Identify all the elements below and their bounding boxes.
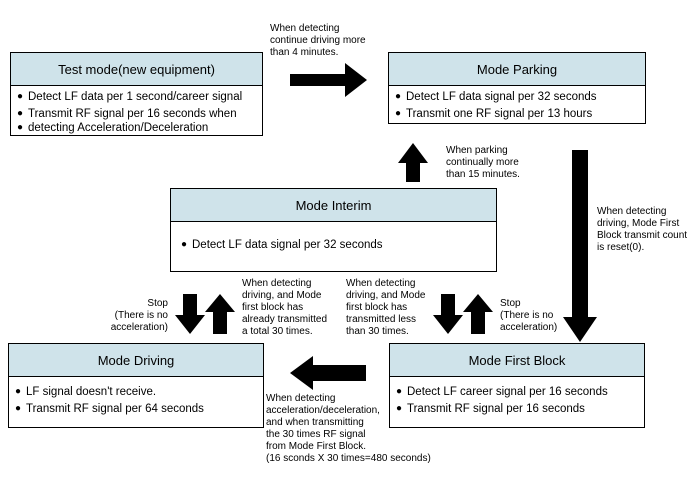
mode-first-block-item: Detect LF career signal per 16 seconds xyxy=(396,385,638,399)
arrow-interim-to-first-block xyxy=(433,294,463,334)
mode-driving-item: LF signal doesn't receive. xyxy=(15,385,257,399)
note-test-to-parking: When detecting continue driving more tha… xyxy=(270,23,366,58)
arrow-parking-to-first-block xyxy=(563,150,597,342)
test-mode-item: Detect LF data per 1 second/career signa… xyxy=(17,90,256,104)
test-mode-list: Detect LF data per 1 second/career signa… xyxy=(11,86,262,135)
test-mode-item: Transmit RF signal per 16 seconds when xyxy=(17,107,256,121)
mode-driving-item: Transmit RF signal per 64 seconds xyxy=(15,402,257,416)
mode-parking-box: Mode Parking Detect LF data signal per 3… xyxy=(388,52,646,124)
mode-first-block-item: Transmit RF signal per 16 seconds xyxy=(396,402,638,416)
mode-interim-item: Detect LF data signal per 32 seconds xyxy=(181,238,490,252)
mode-parking-item: Detect LF data signal per 32 seconds xyxy=(395,90,639,104)
note-first-block-to-driving: When detecting acceleration/deceleration… xyxy=(266,393,431,464)
mode-driving-box: Mode Driving LF signal doesn't receive. … xyxy=(8,343,264,428)
arrow-first-block-to-interim xyxy=(463,294,493,334)
mode-driving-list: LF signal doesn't receive. Transmit RF s… xyxy=(9,377,263,416)
mode-first-block-box: Mode First Block Detect LF career signal… xyxy=(389,343,645,428)
note-interim-to-first-block: When detecting driving, and Mode first b… xyxy=(346,278,426,337)
note-stop-left: Stop (There is no acceleration) xyxy=(110,298,168,333)
note-stop-right: Stop (There is no acceleration) xyxy=(500,298,558,333)
mode-driving-title: Mode Driving xyxy=(9,344,263,377)
mode-interim-list: Detect LF data signal per 32 seconds xyxy=(171,222,496,252)
test-mode-box: Test mode(new equipment) Detect LF data … xyxy=(10,52,263,136)
mode-interim-title: Mode Interim xyxy=(171,189,496,222)
note-interim-to-parking: When parking continually more than 15 mi… xyxy=(446,145,520,180)
arrow-first-block-to-driving xyxy=(290,356,366,390)
test-mode-title: Test mode(new equipment) xyxy=(11,53,262,86)
mode-parking-list: Detect LF data signal per 32 seconds Tra… xyxy=(389,86,645,121)
mode-first-block-title: Mode First Block xyxy=(390,344,644,377)
test-mode-item-continuation: detecting Acceleration/Deceleration xyxy=(17,121,256,135)
mode-interim-box: Mode Interim Detect LF data signal per 3… xyxy=(170,188,497,272)
arrow-interim-to-driving xyxy=(175,294,205,334)
arrow-driving-to-interim xyxy=(205,294,235,334)
mode-parking-item: Transmit one RF signal per 13 hours xyxy=(395,107,639,121)
arrow-test-to-parking xyxy=(290,63,367,97)
arrow-interim-to-parking xyxy=(398,143,428,182)
note-parking-to-first-block: When detecting driving, Mode First Block… xyxy=(597,206,688,253)
note-interim-to-driving: When detecting driving, and Mode first b… xyxy=(242,278,328,337)
mode-parking-title: Mode Parking xyxy=(389,53,645,86)
mode-first-block-list: Detect LF career signal per 16 seconds T… xyxy=(390,377,644,416)
